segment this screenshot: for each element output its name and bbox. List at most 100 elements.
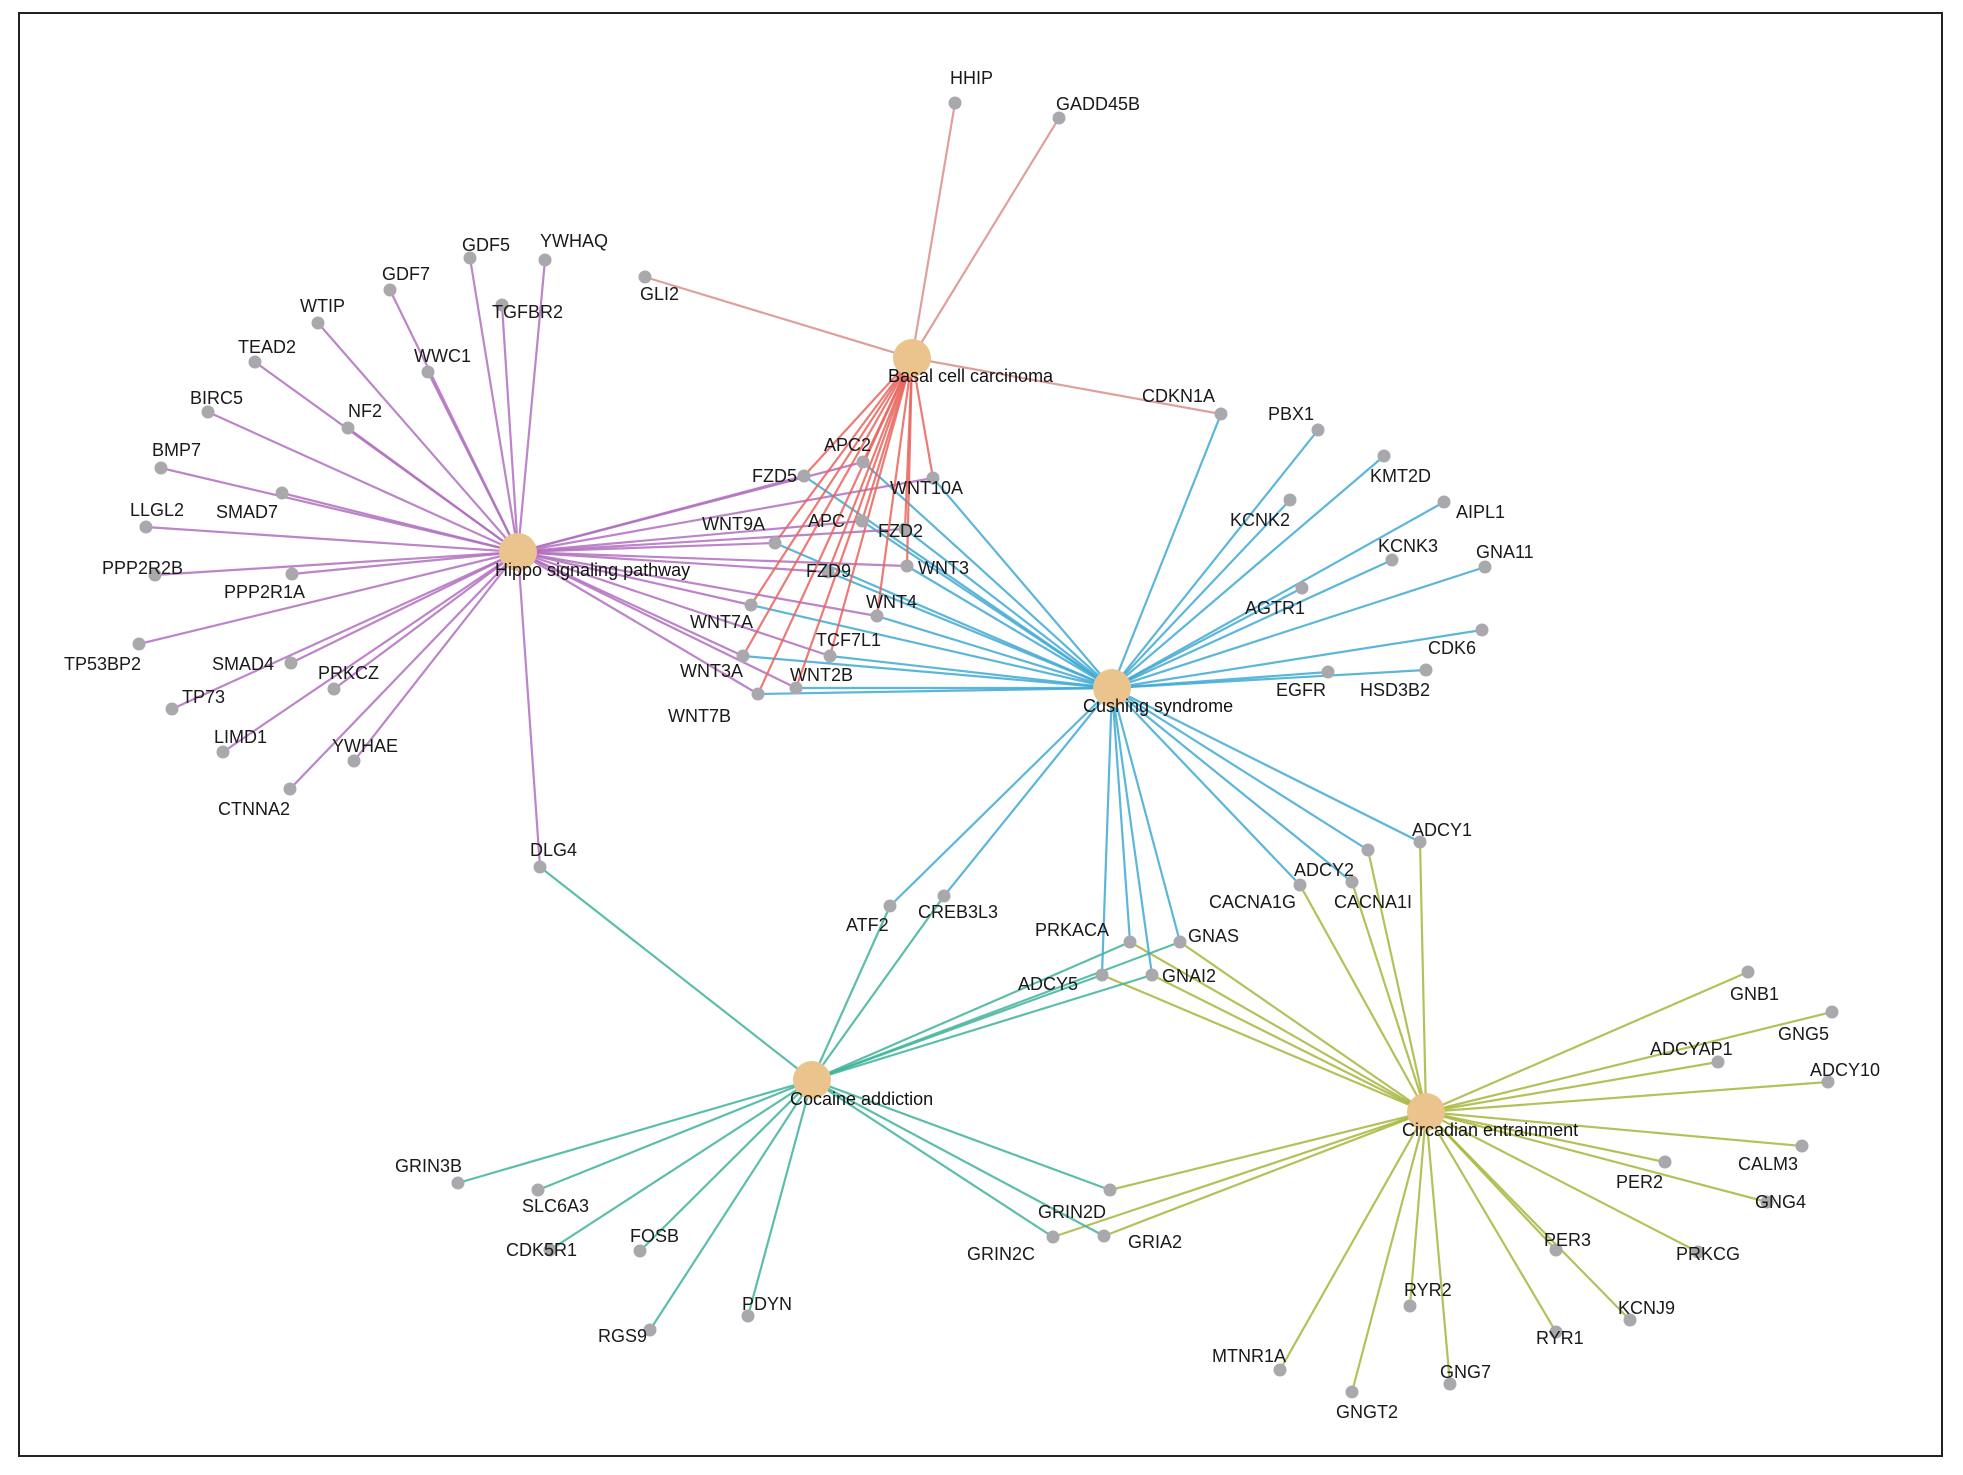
gene-node-atf2[interactable] — [883, 899, 897, 913]
gene-node-gadd45b[interactable] — [1052, 111, 1066, 125]
gene-node-birc5[interactable] — [201, 405, 215, 419]
gene-node-apc2[interactable] — [856, 455, 870, 469]
gene-node-wnt4[interactable] — [870, 609, 884, 623]
gene-node-ryr1[interactable] — [1549, 1325, 1563, 1339]
gene-node-wnt7a[interactable] — [744, 598, 758, 612]
gene-node-adcy1[interactable] — [1413, 835, 1427, 849]
gene-label-wnt3: WNT3 — [918, 558, 969, 578]
pathway-node-basal[interactable] — [893, 339, 931, 377]
gene-node-mtnr1a[interactable] — [1273, 1363, 1287, 1377]
gene-node-aipl1[interactable] — [1437, 495, 1451, 509]
gene-node-grin3b[interactable] — [451, 1176, 465, 1190]
gene-node-fzd5[interactable] — [797, 469, 811, 483]
gene-node-hhip[interactable] — [948, 96, 962, 110]
gene-node-wnt9a[interactable] — [768, 536, 782, 550]
gene-node-wtip[interactable] — [311, 316, 325, 330]
edge-hippo-wnt3 — [516, 550, 909, 568]
gene-node-grin2c[interactable] — [1046, 1230, 1060, 1244]
edge-cushing-atf2 — [888, 686, 1114, 908]
gene-node-kcnj9[interactable] — [1623, 1313, 1637, 1327]
gene-node-creb3l3[interactable] — [937, 889, 951, 903]
gene-node-gria2[interactable] — [1097, 1229, 1111, 1243]
edge-hippo-wnt7a — [516, 550, 753, 607]
gene-node-per2[interactable] — [1658, 1155, 1672, 1169]
gene-node-wwc1[interactable] — [421, 365, 435, 379]
gene-node-gnas[interactable] — [1173, 935, 1187, 949]
gene-node-cdk6[interactable] — [1475, 623, 1489, 637]
edge-hippo-ywhaq — [516, 258, 547, 554]
gene-node-wnt2b[interactable] — [789, 681, 803, 695]
gene-node-cacna1i[interactable] — [1345, 875, 1359, 889]
pathway-node-hippo[interactable] — [499, 533, 537, 571]
pathway-node-circadian[interactable] — [1407, 1093, 1445, 1131]
edge-hippo-wnt10a — [516, 476, 935, 554]
gene-node-slc6a3[interactable] — [531, 1183, 545, 1197]
gene-label-wnt3a: WNT3A — [680, 661, 743, 681]
gene-node-adcy2[interactable] — [1361, 843, 1375, 857]
gene-node-ryr2[interactable] — [1403, 1299, 1417, 1313]
gene-node-wnt3[interactable] — [900, 559, 914, 573]
gene-node-smad7[interactable] — [275, 486, 289, 500]
gene-node-calm3[interactable] — [1795, 1139, 1809, 1153]
gene-node-kcnk2[interactable] — [1283, 493, 1297, 507]
gene-node-gnb1[interactable] — [1741, 965, 1755, 979]
gene-node-wnt7b[interactable] — [751, 687, 765, 701]
gene-node-cdk5r1[interactable] — [543, 1243, 557, 1257]
gene-node-gng7[interactable] — [1443, 1377, 1457, 1391]
gene-node-ctnna2[interactable] — [283, 782, 297, 796]
gene-node-adcyap1[interactable] — [1711, 1055, 1725, 1069]
gene-node-apc[interactable] — [855, 514, 869, 528]
gene-node-llgl2[interactable] — [139, 520, 153, 534]
gene-node-fosb[interactable] — [633, 1244, 647, 1258]
gene-node-wnt10a[interactable] — [926, 471, 940, 485]
gene-node-ywhaq[interactable] — [538, 253, 552, 267]
gene-node-kcnk3[interactable] — [1385, 553, 1399, 567]
gene-node-tgfbr2[interactable] — [495, 298, 509, 312]
edge-cushing-kcnk3 — [1110, 558, 1394, 690]
gene-node-prkcz[interactable] — [327, 682, 341, 696]
gene-node-gnai2[interactable] — [1145, 968, 1159, 982]
gene-node-adcy5[interactable] — [1095, 968, 1109, 982]
gene-node-gdf7[interactable] — [383, 283, 397, 297]
gene-node-fzd9[interactable] — [821, 565, 835, 579]
gene-node-ywhae[interactable] — [347, 754, 361, 768]
gene-node-wnt3a[interactable] — [736, 649, 750, 663]
gene-node-tp73[interactable] — [165, 702, 179, 716]
gene-node-cacna1g[interactable] — [1293, 878, 1307, 892]
gene-node-bmp7[interactable] — [154, 461, 168, 475]
gene-node-gdf5[interactable] — [463, 251, 477, 265]
pathway-node-cocaine[interactable] — [793, 1061, 831, 1099]
gene-node-gna11[interactable] — [1478, 560, 1492, 574]
gene-node-smad4[interactable] — [284, 656, 298, 670]
gene-node-pdyn[interactable] — [741, 1309, 755, 1323]
gene-node-gng4[interactable] — [1760, 1195, 1774, 1209]
gene-node-egfr[interactable] — [1321, 665, 1335, 679]
gene-node-grin2d[interactable] — [1103, 1183, 1117, 1197]
gene-node-ppp2r1a[interactable] — [285, 567, 299, 581]
gene-node-prkaca[interactable] — [1123, 935, 1137, 949]
gene-node-rgs9[interactable] — [643, 1323, 657, 1337]
gene-node-nf2[interactable] — [341, 421, 355, 435]
gene-node-agtr1[interactable] — [1295, 581, 1309, 595]
gene-node-adcy10[interactable] — [1821, 1075, 1835, 1089]
gene-node-per3[interactable] — [1549, 1243, 1563, 1257]
gene-node-gngt2[interactable] — [1345, 1385, 1359, 1399]
gene-node-tp53bp2[interactable] — [132, 637, 146, 651]
gene-node-fzd2[interactable] — [898, 522, 912, 536]
gene-node-limd1[interactable] — [216, 745, 230, 759]
edge-circadian-gngt2 — [1350, 1110, 1428, 1394]
gene-node-gng5[interactable] — [1825, 1005, 1839, 1019]
gene-node-prkcg[interactable] — [1691, 1245, 1705, 1259]
edge-cushing-gnas — [1110, 686, 1182, 944]
gene-node-hsd3b2[interactable] — [1419, 663, 1433, 677]
gene-node-pbx1[interactable] — [1311, 423, 1325, 437]
gene-node-dlg4[interactable] — [533, 860, 547, 874]
pathway-node-cushing[interactable] — [1093, 669, 1131, 707]
gene-node-gli2[interactable] — [638, 270, 652, 284]
gene-node-ppp2r2b[interactable] — [148, 568, 162, 582]
gene-label-grin2d: GRIN2D — [1038, 1202, 1106, 1222]
gene-node-kmt2d[interactable] — [1377, 449, 1391, 463]
gene-node-cdkn1a[interactable] — [1214, 407, 1228, 421]
gene-node-tead2[interactable] — [248, 355, 262, 369]
gene-node-tcf7l1[interactable] — [823, 649, 837, 663]
